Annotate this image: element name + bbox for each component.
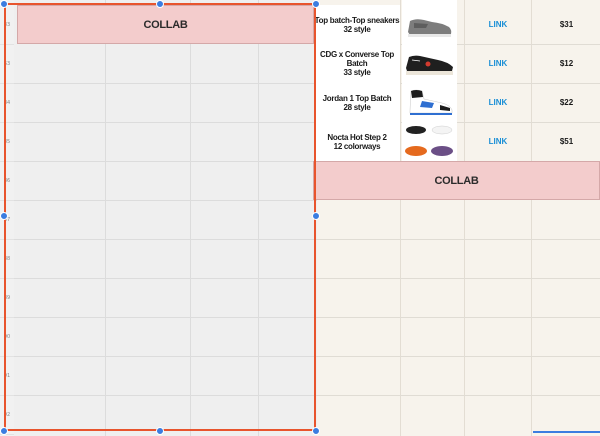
resize-handle-left[interactable] [0, 212, 8, 220]
product-name: Top batch-Top sneakers [314, 15, 400, 25]
resize-handle-bottom-right[interactable] [312, 427, 320, 435]
product-style-count: 33 style [343, 68, 371, 77]
grid-line [14, 200, 317, 201]
jordan-sneaker-icon [409, 89, 453, 115]
selected-range[interactable] [14, 0, 317, 436]
product-name: Jordan 1 Top Batch [322, 93, 392, 103]
product-link[interactable]: LINK [488, 137, 508, 146]
collab-label: COLLAB [434, 174, 479, 187]
resize-handle-bottom-left[interactable] [0, 427, 8, 435]
product-link[interactable]: LINK [488, 59, 508, 68]
row-number[interactable]: 92 [0, 395, 14, 435]
resize-handle-right[interactable] [312, 212, 320, 220]
grid-line [258, 0, 259, 436]
product-style-count: 32 style [343, 24, 371, 34]
grid-line [317, 239, 600, 240]
product-price[interactable]: $31 [559, 20, 574, 29]
product-price[interactable]: $12 [559, 59, 574, 68]
grid-line [14, 278, 317, 279]
grid-line [464, 0, 465, 436]
resize-handle-top[interactable] [156, 0, 164, 8]
grid-line [317, 44, 600, 45]
black-converse-icon [406, 55, 453, 75]
product-image-cell[interactable] [402, 122, 457, 161]
grid-line [14, 83, 317, 84]
product-name-cell[interactable]: Top batch-Top sneakers 32 style [314, 5, 400, 44]
product-price[interactable]: $22 [559, 98, 574, 107]
grid-line [14, 161, 317, 162]
grid-line [317, 395, 600, 396]
grid-line [317, 122, 600, 123]
grid-line [14, 317, 317, 318]
collab-cell-right[interactable]: COLLAB [313, 161, 600, 200]
product-style-count: 28 style [343, 102, 371, 112]
row-number[interactable]: 84 [0, 83, 14, 123]
product-name-cell[interactable]: Jordan 1 Top Batch 28 style [314, 83, 400, 122]
grey-sneaker-icon [408, 19, 452, 37]
product-link[interactable]: LINK [488, 20, 508, 29]
resize-handle-bottom[interactable] [156, 427, 164, 435]
collab-label: COLLAB [143, 18, 188, 31]
row-number[interactable]: 87 [0, 200, 14, 240]
product-image-cell[interactable] [402, 83, 457, 122]
row-number[interactable]: 90 [0, 317, 14, 357]
selection-border [4, 3, 316, 431]
grid-line [317, 278, 600, 279]
grid-line [317, 356, 600, 357]
grid-line [190, 0, 191, 436]
row-number[interactable]: 85 [0, 122, 14, 162]
product-price[interactable]: $51 [559, 137, 574, 146]
nocta-sneakers-icon [405, 125, 453, 156]
grid-line [400, 0, 401, 436]
product-image-cell[interactable] [402, 5, 457, 44]
product-name: Nocta Hot Step 2 [327, 132, 387, 142]
cell-indicator [533, 431, 600, 433]
grid-line [14, 239, 317, 240]
collab-cell-left[interactable]: COLLAB [17, 5, 314, 44]
product-name: CDG x Converse Top Batch [319, 50, 395, 68]
grid-line [105, 0, 106, 436]
product-name-cell[interactable]: Nocta Hot Step 2 12 colorways [314, 122, 400, 161]
row-number[interactable]: 88 [0, 239, 14, 279]
product-link[interactable]: LINK [488, 98, 508, 107]
row-number[interactable]: 63 [0, 44, 14, 84]
row-number[interactable]: 89 [0, 278, 14, 318]
grid-line [14, 356, 317, 357]
resize-handle-top-right[interactable] [312, 0, 320, 8]
product-name-cell[interactable]: CDG x Converse Top Batch 33 style [314, 44, 400, 83]
grid-line [531, 0, 532, 436]
row-number[interactable]: 83 [0, 5, 14, 45]
row-number[interactable]: 91 [0, 356, 14, 396]
row-number[interactable]: 86 [0, 161, 14, 201]
product-style-count: 12 colorways [333, 141, 381, 151]
grid-line [317, 317, 600, 318]
grid-line [14, 395, 317, 396]
product-image-cell[interactable] [402, 44, 457, 83]
grid-line [14, 122, 317, 123]
grid-line [317, 83, 600, 84]
resize-handle-top-left[interactable] [0, 0, 8, 8]
